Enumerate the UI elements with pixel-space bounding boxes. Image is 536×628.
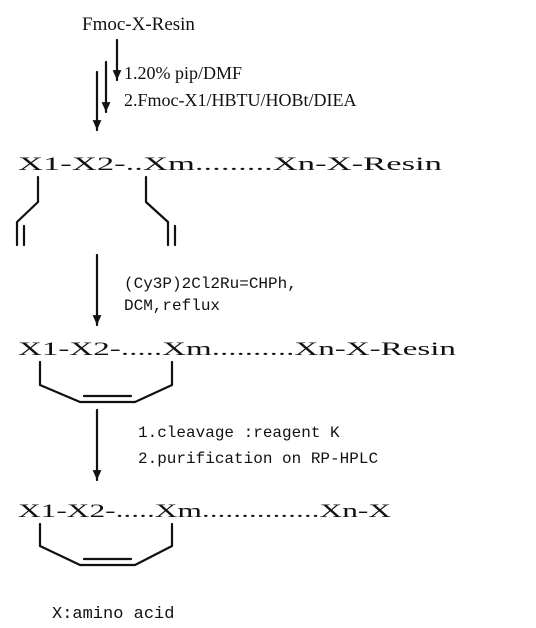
left-allyl-chain bbox=[15, 175, 40, 247]
product: X1-X2-.....Xm...............Xn-X bbox=[18, 501, 391, 567]
step2-condition-2: DCM,reflux bbox=[124, 297, 220, 315]
legend: X:amino acid bbox=[52, 605, 174, 624]
step3-condition-2: 2.purification on RP-HPLC bbox=[138, 450, 378, 468]
intermediate-1: X1-X2-..Xm.........Xn-X-Resin bbox=[15, 154, 443, 247]
olefin-bridge-1 bbox=[38, 360, 174, 404]
intermediate1-sequence: X1-X2-..Xm.........Xn-X-Resin bbox=[18, 154, 443, 175]
product-sequence: X1-X2-.....Xm...............Xn-X bbox=[18, 501, 391, 522]
right-allyl-chain bbox=[144, 175, 177, 247]
step3-condition-1: 1.cleavage :reagent K bbox=[138, 424, 340, 442]
olefin-bridge-2 bbox=[38, 522, 174, 567]
step2-condition-1: (Cy3P)2Cl2Ru=CHPh, bbox=[124, 275, 297, 293]
step1-arrows bbox=[92, 38, 122, 132]
step1-condition-1: 1.20% pip/DMF bbox=[124, 63, 242, 83]
intermediate-2: X1-X2-.....Xm..........Xn-X-Resin bbox=[18, 339, 457, 404]
step1-condition-2: 2.Fmoc-X1/HBTU/HOBt/DIEA bbox=[124, 90, 357, 110]
intermediate2-sequence: X1-X2-.....Xm..........Xn-X-Resin bbox=[18, 339, 457, 360]
start-material: Fmoc-X-Resin bbox=[82, 14, 195, 35]
